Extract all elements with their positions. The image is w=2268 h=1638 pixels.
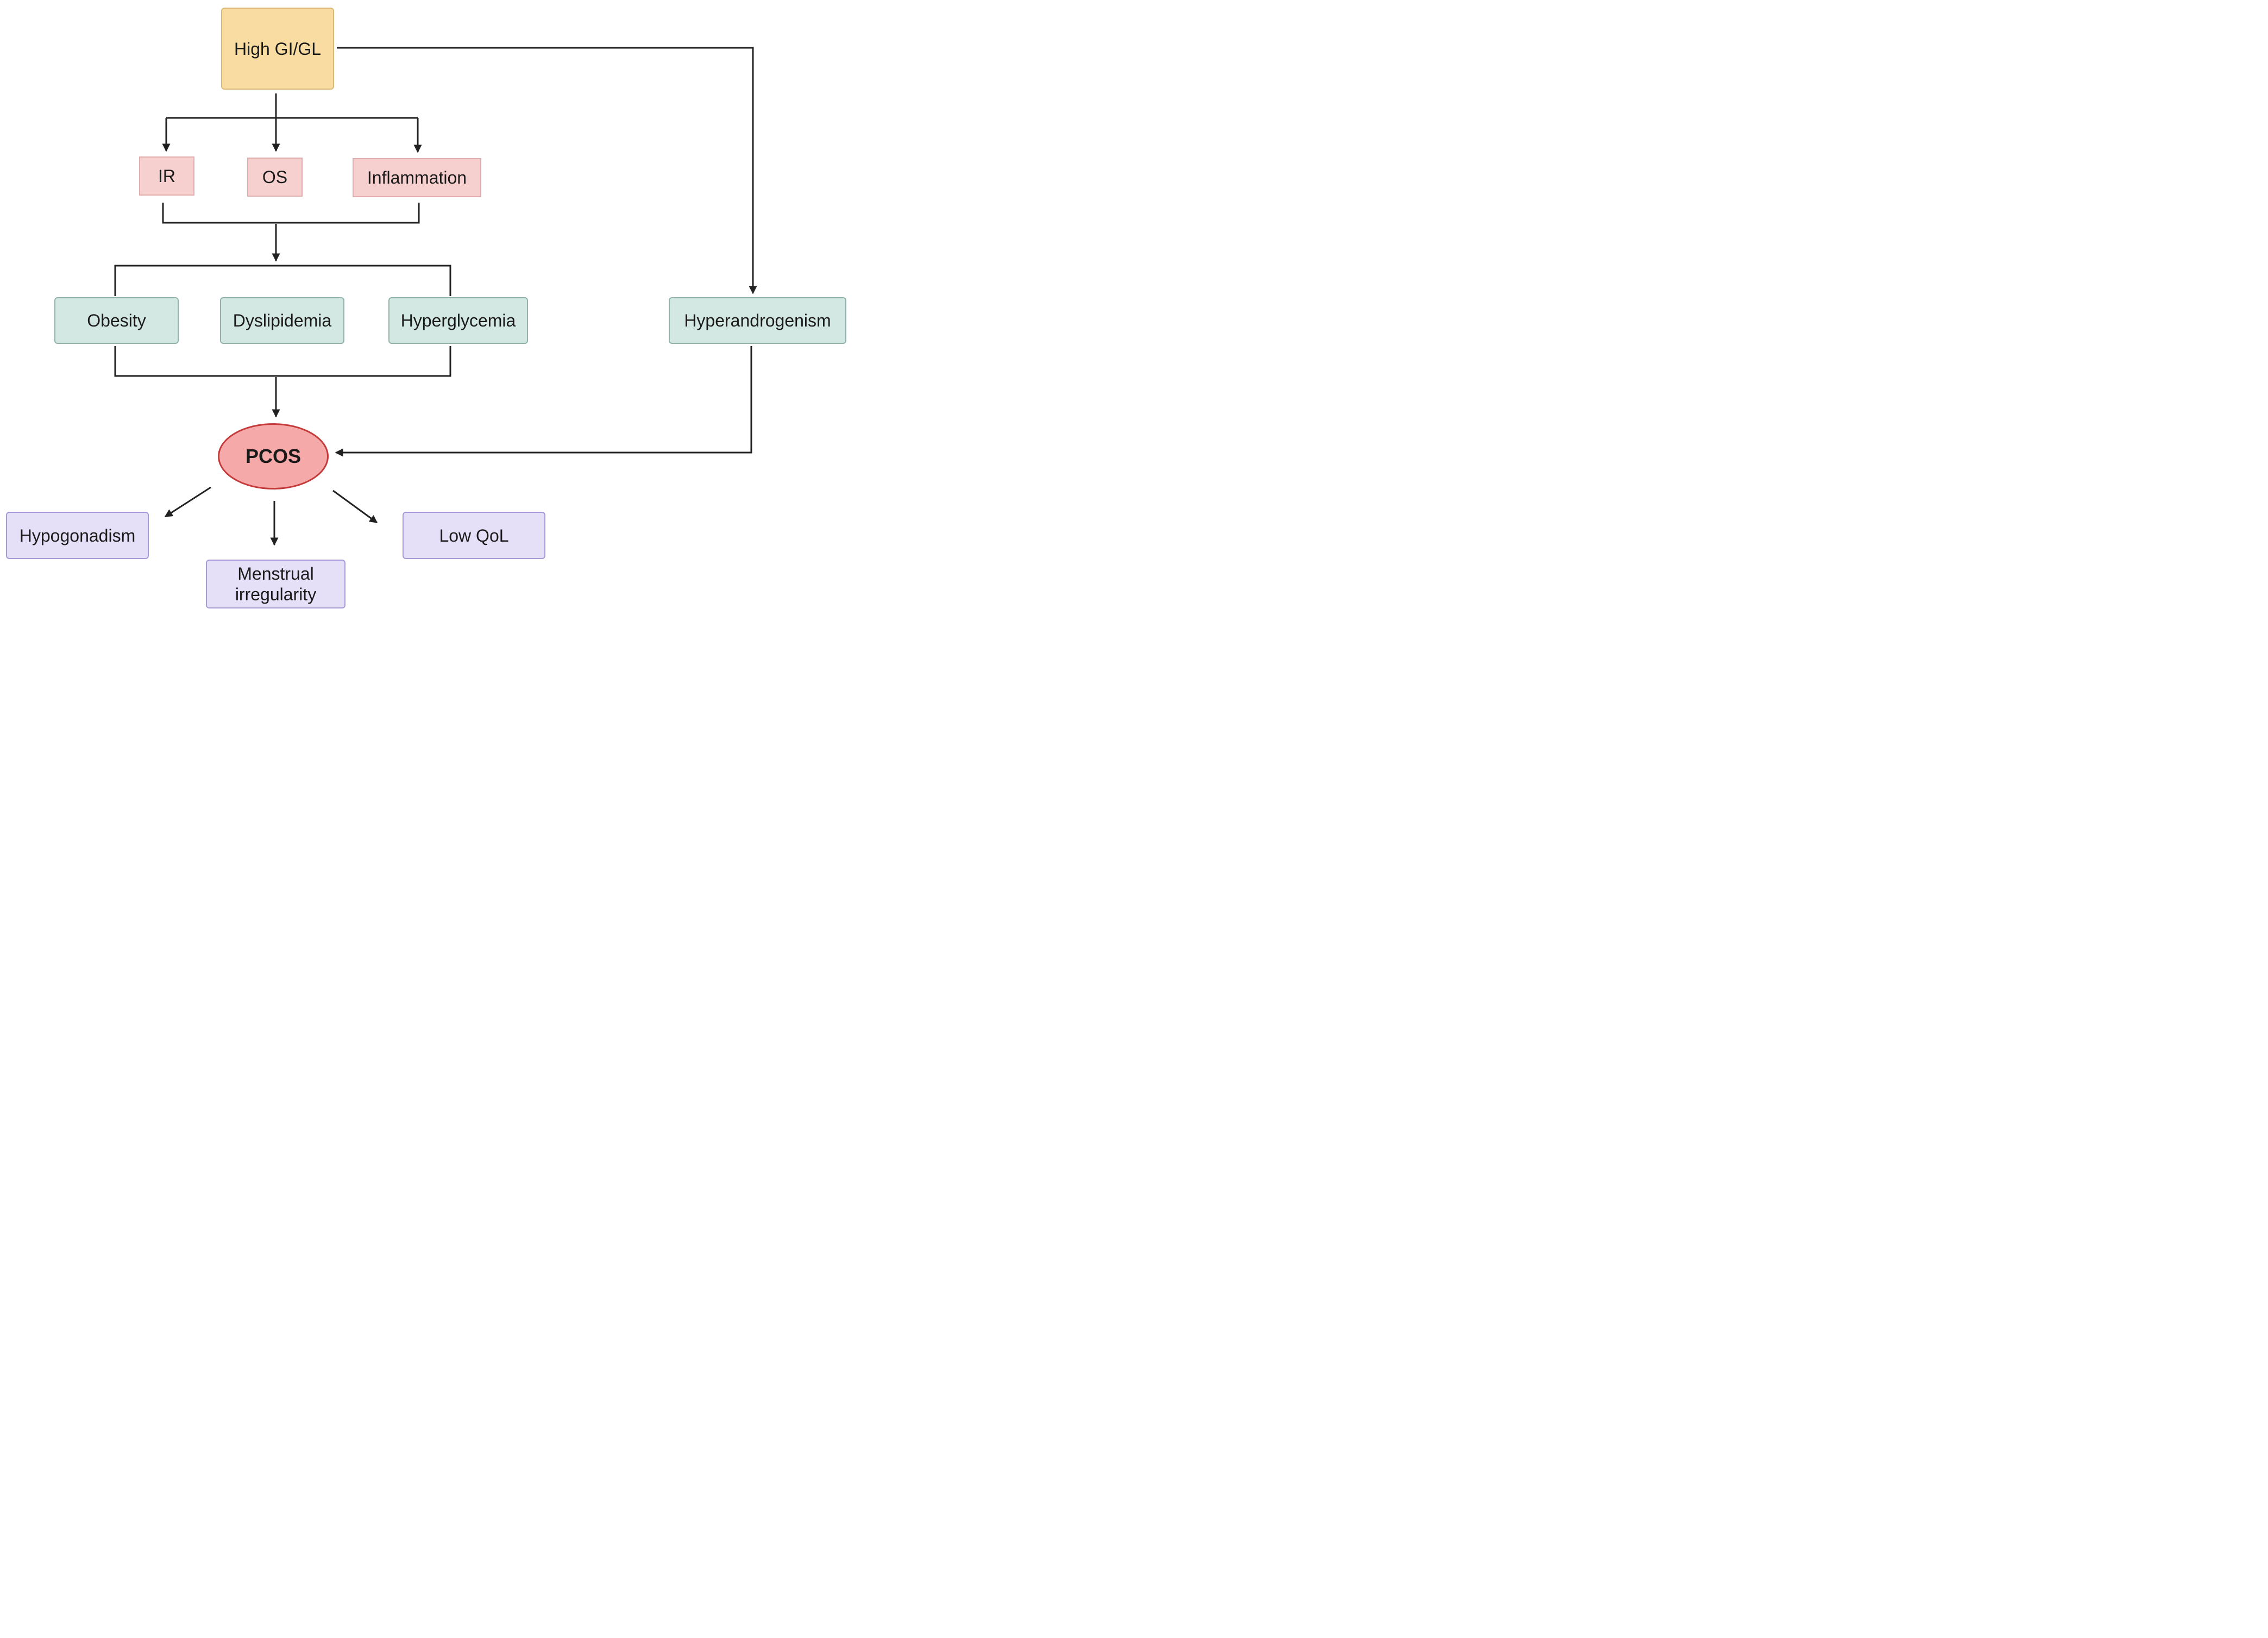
node-low-qol: Low QoL xyxy=(403,512,545,559)
node-inflammation-label: Inflammation xyxy=(367,168,467,187)
node-hypogonadism: Hypogonadism xyxy=(6,512,149,559)
node-menstrual-irregularity: Menstrual irregularity xyxy=(206,560,345,608)
node-os-label: OS xyxy=(262,167,288,187)
connector-pcos-to-low-qol xyxy=(332,489,378,524)
node-os: OS xyxy=(247,158,303,197)
node-ir-label: IR xyxy=(158,166,175,186)
node-hyperglycemia: Hyperglycemia xyxy=(388,297,528,344)
node-dyslipidemia-label: Dyslipidemia xyxy=(233,311,332,330)
node-high-gi-gl-label: High GI/GL xyxy=(234,39,322,59)
node-obesity: Obesity xyxy=(54,297,179,344)
node-obesity-label: Obesity xyxy=(87,311,146,330)
node-menstrual-irregularity-label: Menstrual irregularity xyxy=(235,564,317,604)
node-dyslipidemia: Dyslipidemia xyxy=(220,297,344,344)
node-hyperandrogenism-label: Hyperandrogenism xyxy=(684,311,831,330)
node-ir: IR xyxy=(139,156,194,196)
node-hypogonadism-label: Hypogonadism xyxy=(19,525,136,545)
node-high-gi-gl: High GI/GL xyxy=(221,8,334,90)
connector-condition-bottom-bracket xyxy=(114,346,451,377)
node-inflammation: Inflammation xyxy=(353,158,481,197)
node-low-qol-label: Low QoL xyxy=(439,525,509,545)
node-pcos: PCOS xyxy=(218,423,329,489)
connector-gi-to-hyperandrogenism xyxy=(337,47,757,294)
connector-hyperandrogenism-to-pcos xyxy=(335,346,752,457)
connector-condition-top-bracket xyxy=(114,265,451,296)
connector-mechanism-bracket xyxy=(162,203,420,224)
node-hyperandrogenism: Hyperandrogenism xyxy=(669,297,846,344)
flow-connectors xyxy=(114,47,757,546)
connector-pcos-to-hypogonadism xyxy=(164,486,211,518)
node-hyperglycemia-label: Hyperglycemia xyxy=(400,311,516,330)
node-pcos-label: PCOS xyxy=(245,445,301,467)
